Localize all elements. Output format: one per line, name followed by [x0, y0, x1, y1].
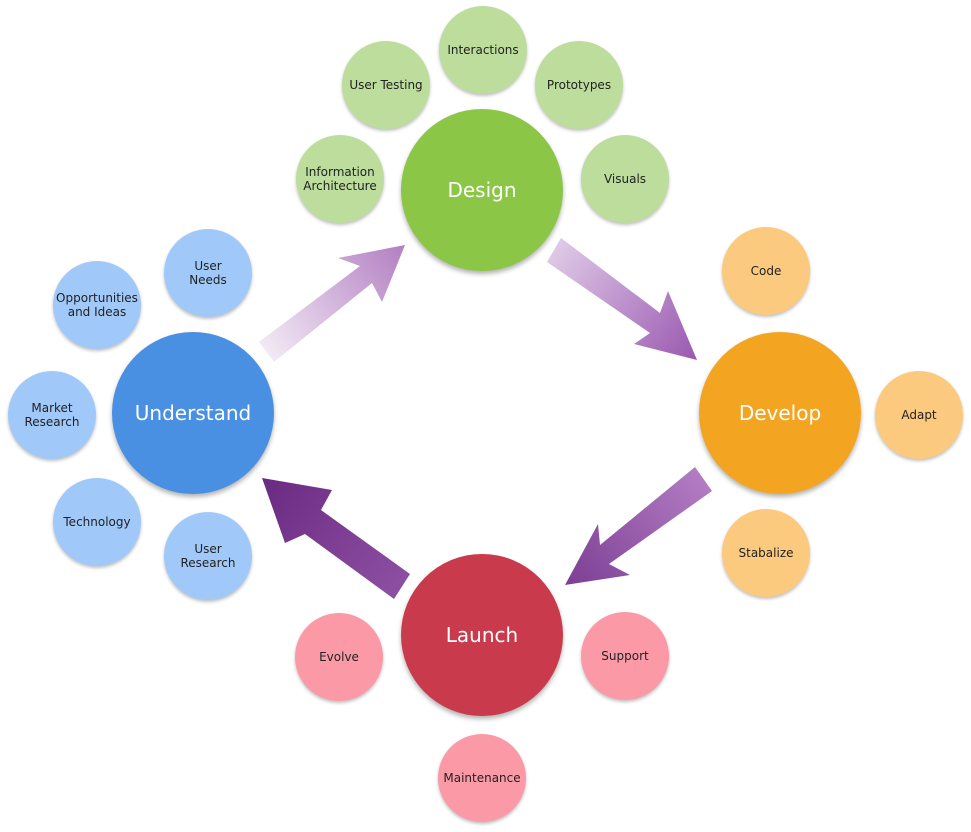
satellite-code: Code — [722, 227, 810, 315]
satellite-user-needs: User Needs — [164, 229, 252, 317]
satellite-stabalize: Stabalize — [722, 509, 810, 597]
satellite-technology: Technology — [53, 478, 141, 566]
satellite-visuals: Visuals — [581, 135, 669, 223]
satellite-interactions: Interactions — [439, 6, 527, 94]
satellite-adapt: Adapt — [875, 371, 963, 459]
satellite-opportunities-and-ideas: Opportunities and Ideas — [53, 261, 141, 349]
arrow-understand-to-design — [259, 245, 405, 362]
arrow-design-to-develop — [547, 238, 697, 360]
satellite-maintenance: Maintenance — [438, 734, 526, 822]
hub-design: Design — [401, 109, 563, 271]
hub-understand: Understand — [112, 332, 274, 494]
hub-launch: Launch — [401, 554, 563, 716]
satellite-prototypes: Prototypes — [535, 41, 623, 129]
satellite-support: Support — [581, 612, 669, 700]
satellite-user-testing: User Testing — [342, 41, 430, 129]
satellite-evolve: Evolve — [295, 613, 383, 701]
arrow-launch-to-understand — [262, 478, 410, 599]
arrow-develop-to-launch — [565, 467, 712, 585]
satellite-market-research: Market Research — [8, 371, 96, 459]
satellite-information-architecture: Information Architecture — [296, 135, 384, 223]
hub-develop: Develop — [699, 332, 861, 494]
satellite-user-research: User Research — [164, 512, 252, 600]
